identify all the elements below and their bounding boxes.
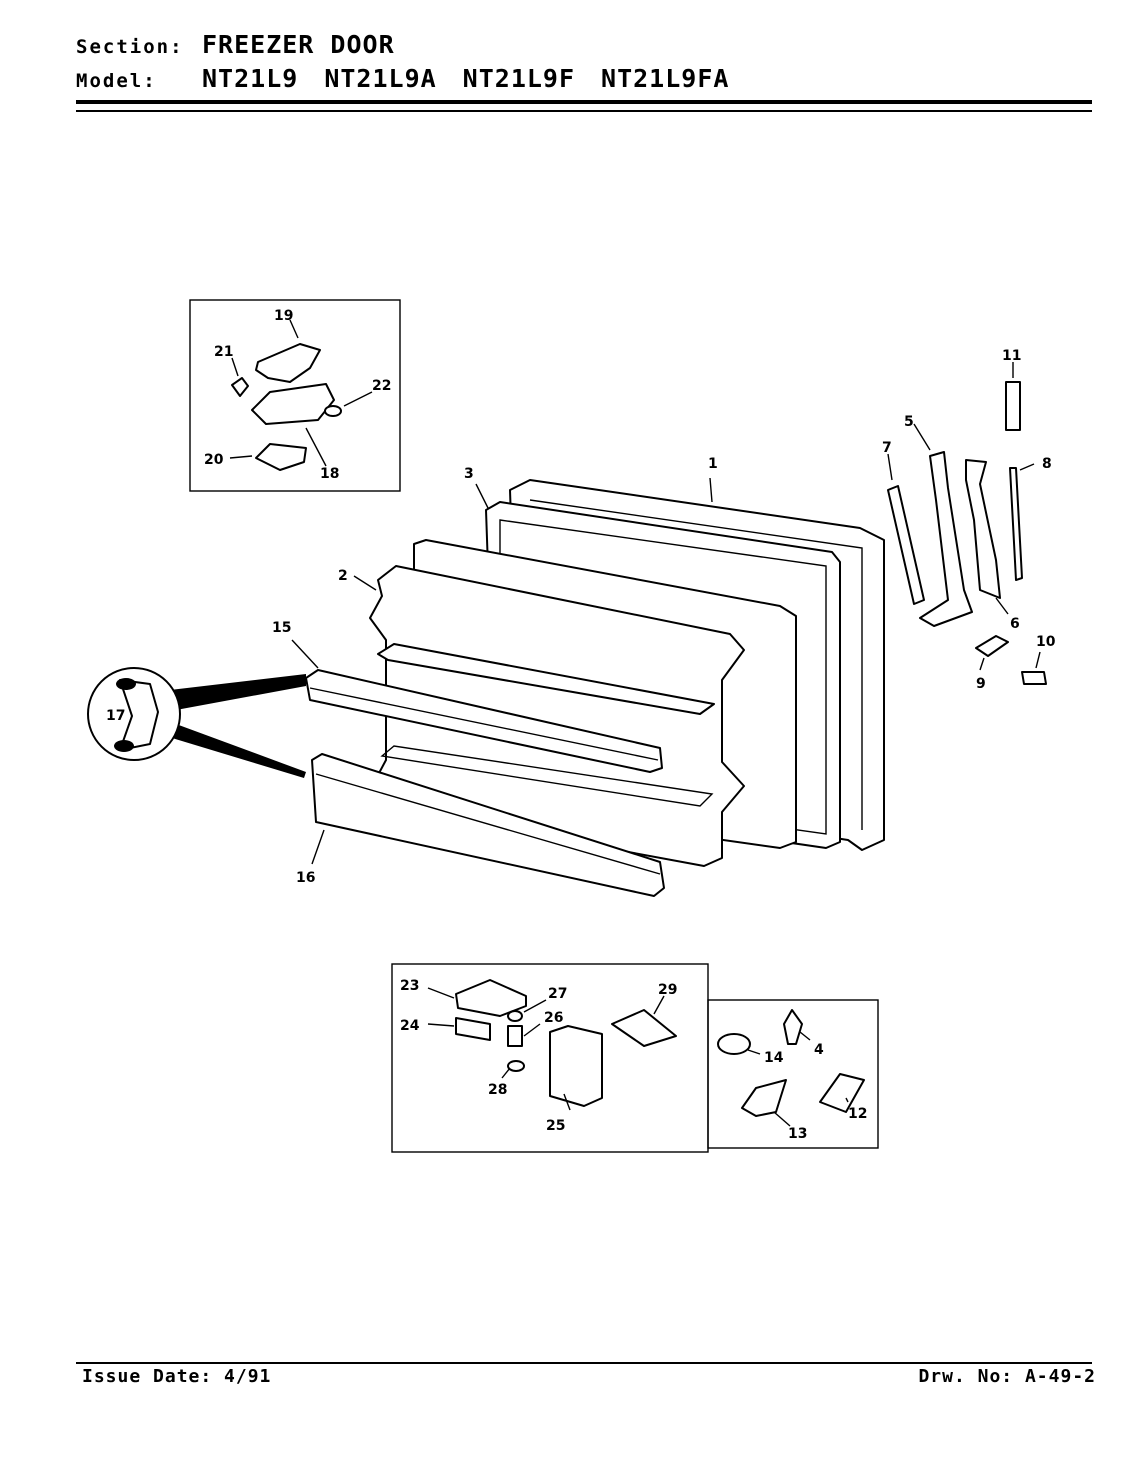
callout-7: 7 <box>882 440 892 456</box>
callout-2: 2 <box>338 568 348 584</box>
part-4-fastener <box>783 1009 803 1045</box>
inset-box-upper-left <box>189 299 401 492</box>
callout-5: 5 <box>904 414 914 430</box>
part-27-washer <box>507 1010 523 1022</box>
part-19-cover <box>255 343 321 383</box>
part-12-clip <box>819 1073 865 1113</box>
part-20-plate <box>255 443 307 471</box>
part-9-clip <box>975 635 1009 671</box>
callout-8: 8 <box>1042 456 1052 472</box>
callout-20: 20 <box>204 452 224 468</box>
header-rule-thick <box>76 100 1092 104</box>
part-17-detail-callout <box>87 667 306 778</box>
model-number: NT21L9 <box>202 64 299 93</box>
part-2-inner-door-liner <box>353 539 797 867</box>
part-25-hinge-plate <box>549 1025 603 1107</box>
callout-29: 29 <box>658 982 677 998</box>
callout-12: 12 <box>848 1106 867 1122</box>
callout-17: 17 <box>106 708 125 724</box>
section-label: Section: <box>76 36 184 58</box>
part-5-bracket <box>913 423 973 627</box>
part-22-washer <box>324 405 342 417</box>
callout-10: 10 <box>1036 634 1056 650</box>
callout-15: 15 <box>272 620 291 636</box>
part-14-cap <box>717 1033 751 1055</box>
callout-24: 24 <box>400 1018 420 1034</box>
model-number: NT21L9A <box>324 64 437 93</box>
part-13-clip <box>741 1079 787 1117</box>
part-10-plug <box>1021 651 1047 685</box>
part-18-bracket <box>251 383 335 425</box>
part-7-strip <box>887 453 925 605</box>
part-6-handle <box>965 459 1009 615</box>
callout-18: 18 <box>320 466 339 482</box>
model-heading: Model: NT21L9 NT21L9A NT21L9F NT21L9FA <box>76 64 755 93</box>
callout-27: 27 <box>548 986 567 1002</box>
callout-11: 11 <box>1002 348 1021 364</box>
model-number: NT21L9F <box>462 64 576 93</box>
callout-28: 28 <box>488 1082 507 1098</box>
part-21-screw <box>231 377 249 397</box>
section-value: FREEZER DOOR <box>202 30 395 59</box>
callout-13: 13 <box>788 1126 807 1142</box>
model-label: Model: <box>76 70 157 92</box>
part-15-door-shelf <box>291 639 663 773</box>
callout-3: 3 <box>464 466 474 482</box>
inset-box-hinge-parts <box>391 963 709 1153</box>
part-29-hinge-cover <box>611 1009 677 1047</box>
callout-14: 14 <box>764 1050 784 1066</box>
callout-1: 1 <box>708 456 718 472</box>
part-23-hinge-bracket <box>455 979 527 1017</box>
callout-22: 22 <box>372 378 391 394</box>
model-number: NT21L9FA <box>601 64 730 93</box>
part-11-handle-insert <box>1005 362 1021 431</box>
callout-6: 6 <box>1010 616 1020 632</box>
part-16-door-shelf <box>311 753 665 897</box>
header-rule-thin <box>76 110 1092 112</box>
part-28-washer <box>507 1060 525 1072</box>
footer-rule <box>76 1362 1092 1364</box>
drawing-number: Drw. No: A-49-2 <box>918 1366 1096 1387</box>
inset-box-fastener-parts <box>707 999 879 1149</box>
callout-25: 25 <box>546 1118 565 1134</box>
issue-date: Issue Date: 4/91 <box>82 1366 272 1387</box>
part-24-shim <box>455 1017 491 1041</box>
callout-21: 21 <box>214 344 233 360</box>
section-heading: Section: FREEZER DOOR <box>76 30 395 59</box>
callout-23: 23 <box>400 978 419 994</box>
callout-26: 26 <box>544 1010 563 1026</box>
callout-16: 16 <box>296 870 315 886</box>
callout-19: 19 <box>274 308 293 324</box>
callout-9: 9 <box>976 676 986 692</box>
part-26-pin <box>507 1025 523 1047</box>
part-8-trim <box>1009 463 1035 581</box>
callout-4: 4 <box>814 1042 824 1058</box>
